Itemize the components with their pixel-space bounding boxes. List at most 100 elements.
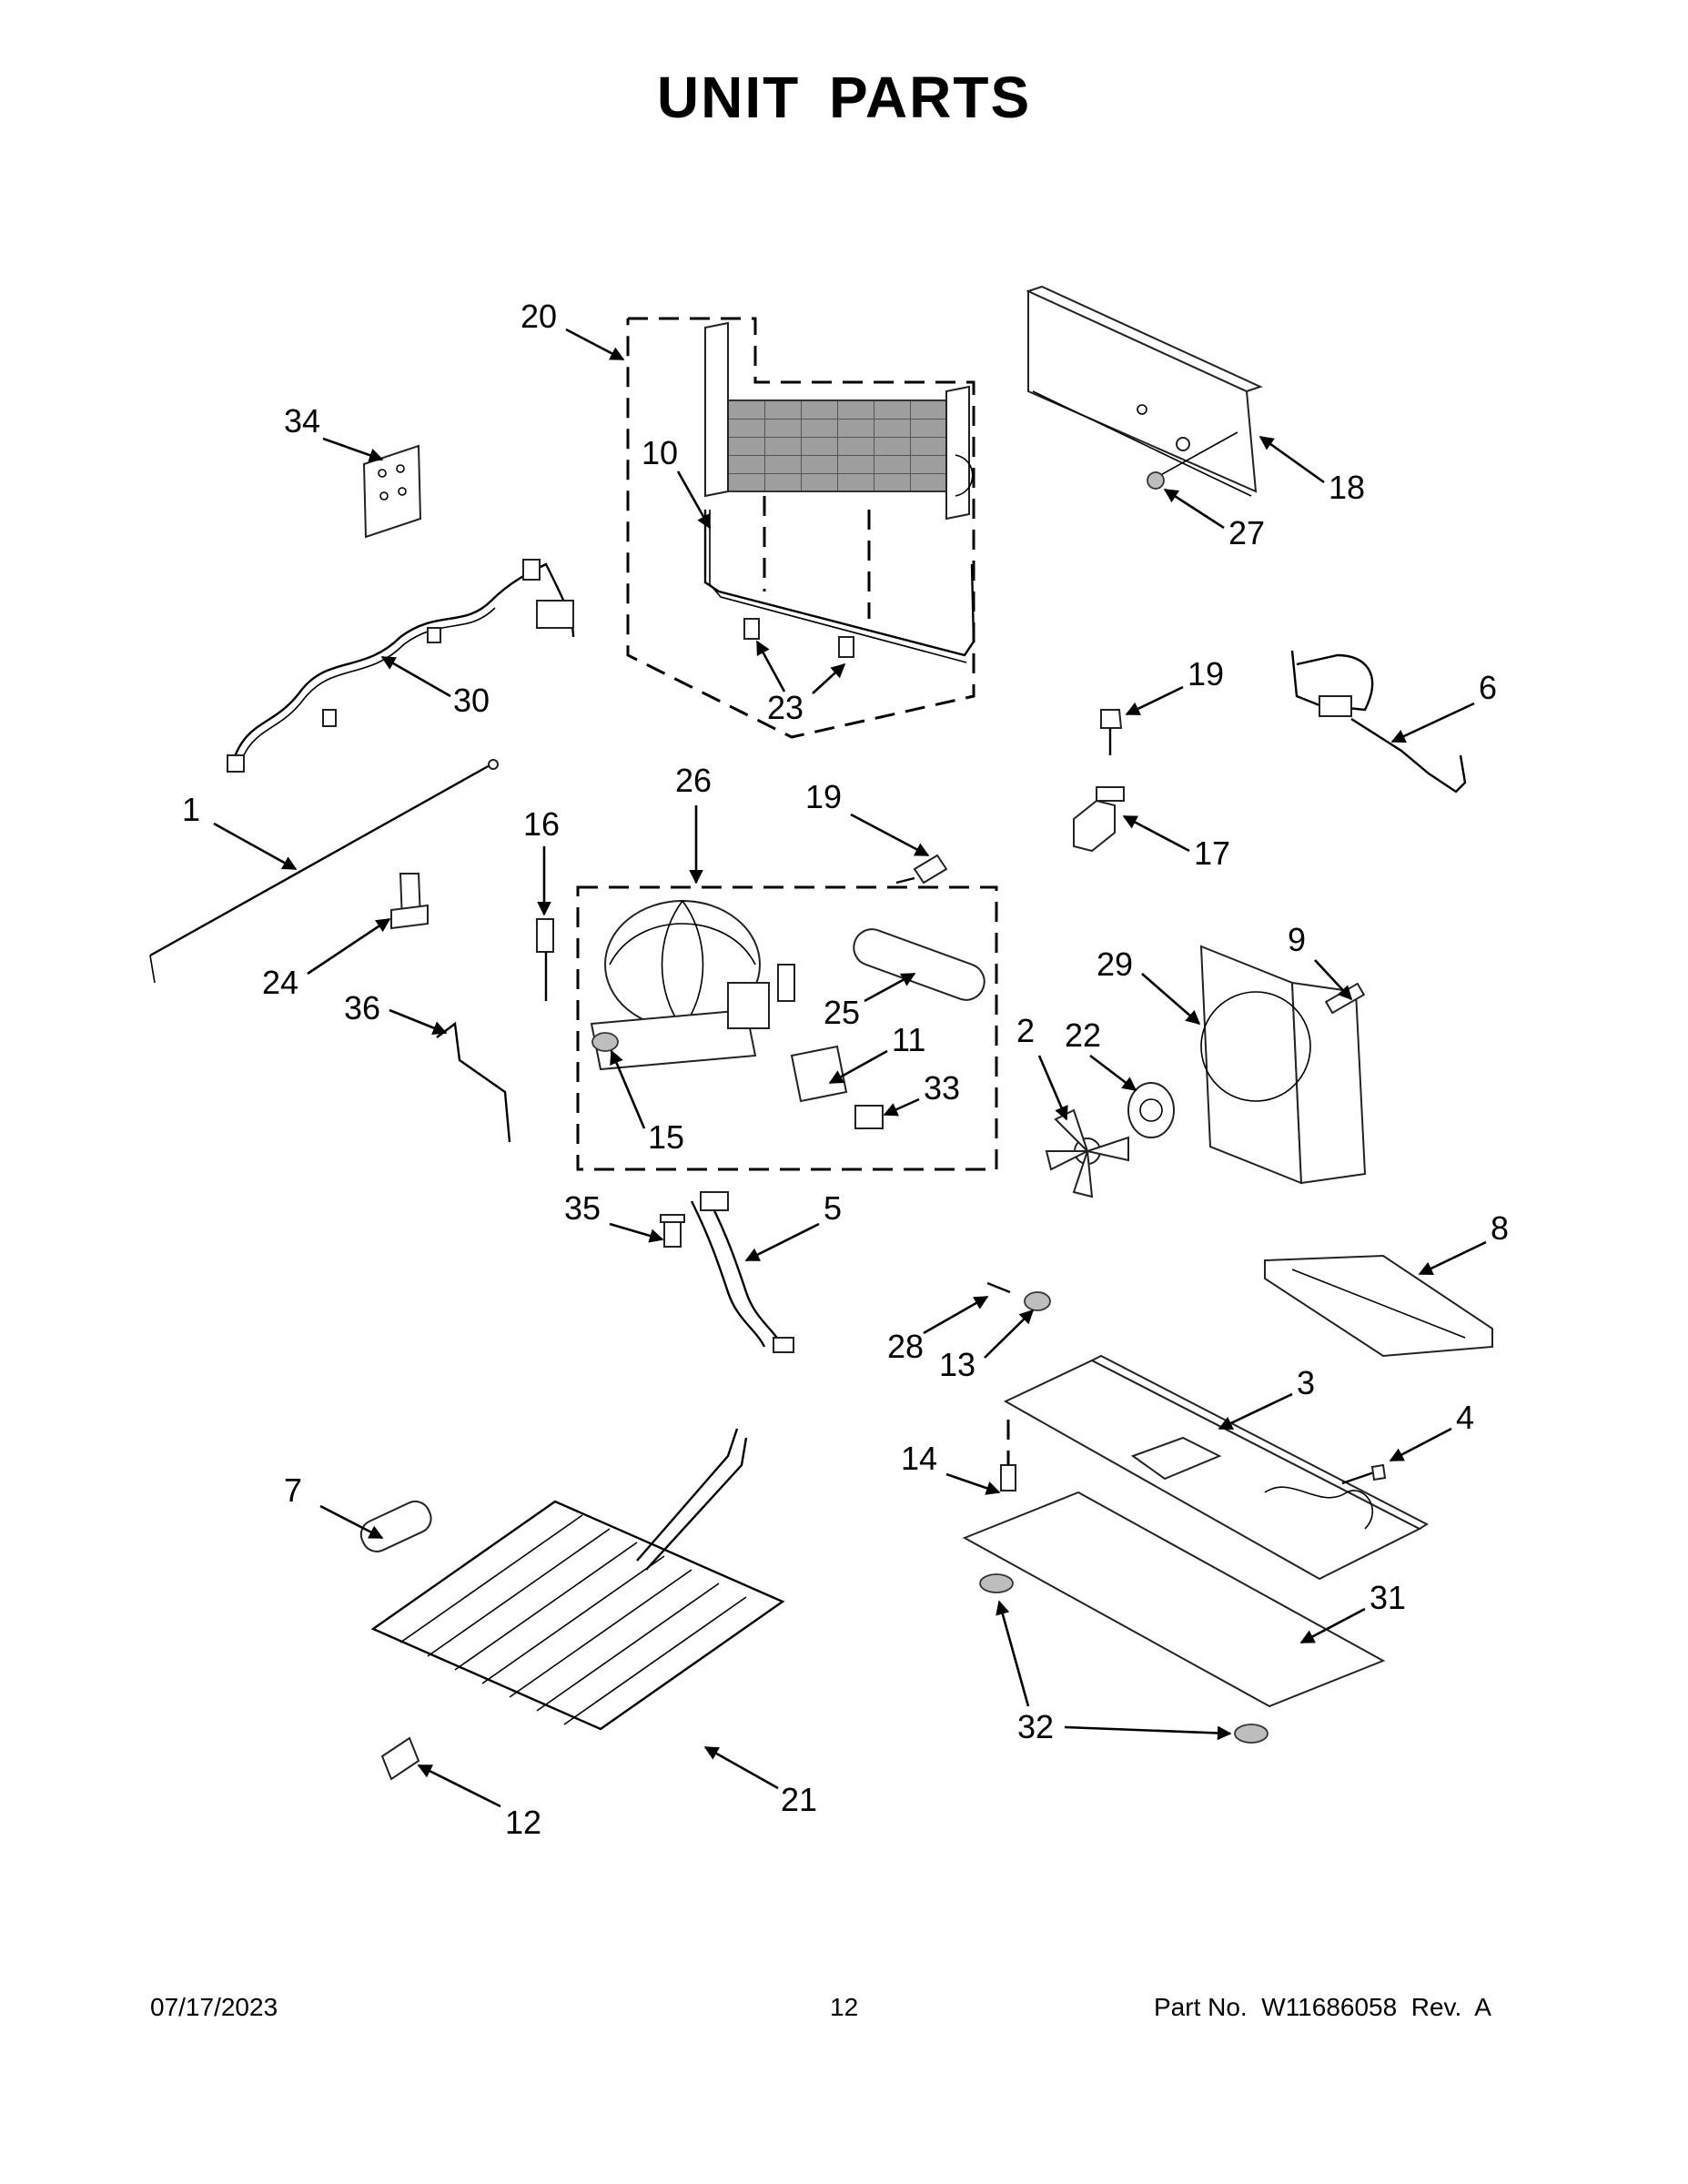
part-19-screw-upper xyxy=(1100,709,1123,755)
part-21-condenser xyxy=(370,1428,785,1731)
svg-text:9: 9 xyxy=(1288,921,1306,958)
callout-29: 29 xyxy=(1097,945,1201,1026)
svg-text:33: 33 xyxy=(924,1069,960,1107)
callout-3: 3 xyxy=(1218,1364,1315,1431)
svg-text:5: 5 xyxy=(824,1189,842,1227)
svg-text:36: 36 xyxy=(344,989,380,1026)
svg-text:30: 30 xyxy=(453,682,490,719)
svg-text:3: 3 xyxy=(1297,1364,1315,1401)
footer-part-number: Part No. W11686058 Rev. A xyxy=(1154,1993,1491,2021)
svg-text:23: 23 xyxy=(767,689,804,726)
svg-text:6: 6 xyxy=(1479,669,1497,706)
callout-4: 4 xyxy=(1389,1399,1474,1462)
callout-25: 25 xyxy=(824,972,916,1031)
part-17-bracket xyxy=(1073,786,1125,853)
part-31-panel xyxy=(962,1491,1386,1708)
callout-24: 24 xyxy=(262,917,391,1001)
page-title: UNIT PARTS xyxy=(656,65,1032,130)
callout-27: 27 xyxy=(1163,488,1265,551)
part-19-screw-lower xyxy=(895,854,948,885)
part-3-base xyxy=(1003,1354,1430,1581)
svg-text:25: 25 xyxy=(824,994,860,1031)
callout-5: 5 xyxy=(744,1189,842,1262)
part-18-cover xyxy=(1026,285,1263,497)
svg-text:7: 7 xyxy=(284,1471,302,1509)
svg-text:24: 24 xyxy=(262,964,298,1001)
part-29-shroud xyxy=(1199,945,1367,1185)
part-4-screw xyxy=(1341,1463,1387,1485)
part-8-tray xyxy=(1264,1254,1493,1358)
part-28-pin xyxy=(986,1281,1011,1294)
part-22-fan-motor xyxy=(1127,1082,1175,1138)
svg-text:13: 13 xyxy=(939,1346,975,1383)
callout-10: 10 xyxy=(642,434,712,530)
svg-text:14: 14 xyxy=(901,1440,937,1477)
part-32-feet xyxy=(979,1573,1269,1744)
callout-28: 28 xyxy=(887,1295,989,1365)
callout-13: 13 xyxy=(939,1309,1035,1383)
callout-33b xyxy=(883,1097,920,1117)
callout-20: 20 xyxy=(521,298,625,361)
svg-text:19: 19 xyxy=(1188,655,1224,693)
svg-text:22: 22 xyxy=(1065,1016,1101,1054)
callout-7: 7 xyxy=(284,1471,384,1540)
svg-text:32: 32 xyxy=(1017,1708,1054,1745)
part-11-relay xyxy=(790,1045,848,1103)
svg-text:34: 34 xyxy=(284,402,320,440)
svg-text:11: 11 xyxy=(892,1021,925,1058)
svg-text:27: 27 xyxy=(1228,514,1265,551)
callout-21: 21 xyxy=(703,1745,817,1818)
part-6-tube xyxy=(1290,650,1467,794)
part-25-drier xyxy=(853,928,986,1001)
part-7-cylinder xyxy=(359,1500,432,1552)
part-5-drain-tube xyxy=(690,1191,794,1353)
callout-34: 34 xyxy=(284,402,384,462)
callout-18: 18 xyxy=(1258,435,1365,506)
svg-text:26: 26 xyxy=(675,762,712,799)
part-14-screw xyxy=(1000,1420,1016,1491)
svg-text:31: 31 xyxy=(1370,1579,1406,1616)
callout-11: 11 xyxy=(828,1021,925,1085)
part-13-grommet xyxy=(1024,1291,1051,1311)
callout-33: 33 xyxy=(924,1069,960,1107)
part-30-wire-harness xyxy=(227,559,575,773)
callout-9: 9 xyxy=(1288,921,1353,1001)
callout-36: 36 xyxy=(344,989,448,1035)
callout-16: 16 xyxy=(523,805,560,916)
callout-35: 35 xyxy=(564,1189,664,1243)
part-33-overload xyxy=(854,1105,884,1129)
callout-15: 15 xyxy=(610,1049,684,1156)
callout-19-lower: 19 xyxy=(805,778,930,857)
callout-31: 31 xyxy=(1299,1579,1406,1644)
svg-text:20: 20 xyxy=(521,298,557,335)
callout-19-upper: 19 xyxy=(1125,655,1224,716)
part-24-clip xyxy=(390,873,429,930)
svg-text:8: 8 xyxy=(1491,1209,1509,1247)
svg-text:17: 17 xyxy=(1194,834,1230,872)
footer-date: 07/17/2023 xyxy=(150,1993,278,2021)
callout-23: 23 xyxy=(755,640,846,726)
part-16-pin xyxy=(536,918,554,1001)
svg-text:4: 4 xyxy=(1456,1399,1474,1436)
part-34-plate xyxy=(362,444,422,539)
callout-22: 22 xyxy=(1065,1016,1137,1092)
callout-17: 17 xyxy=(1122,814,1230,872)
callout-1: 1 xyxy=(182,791,298,871)
part-36-bracket xyxy=(436,1021,511,1143)
part-35-screw xyxy=(660,1214,685,1248)
part-15-grommet xyxy=(591,1032,619,1052)
callout-12: 12 xyxy=(417,1764,541,1841)
callout-26: 26 xyxy=(675,762,712,885)
svg-text:21: 21 xyxy=(781,1781,817,1818)
svg-text:18: 18 xyxy=(1329,469,1365,506)
svg-text:35: 35 xyxy=(564,1189,601,1227)
svg-text:1: 1 xyxy=(182,791,200,828)
callout-8: 8 xyxy=(1418,1209,1509,1276)
part-26-compressor-group xyxy=(576,885,998,1171)
svg-text:16: 16 xyxy=(523,805,560,843)
svg-text:12: 12 xyxy=(505,1804,541,1841)
callout-6: 6 xyxy=(1390,669,1497,743)
svg-text:10: 10 xyxy=(642,434,678,471)
part-27-fastener xyxy=(1147,471,1165,490)
part-1-wire xyxy=(149,759,499,984)
